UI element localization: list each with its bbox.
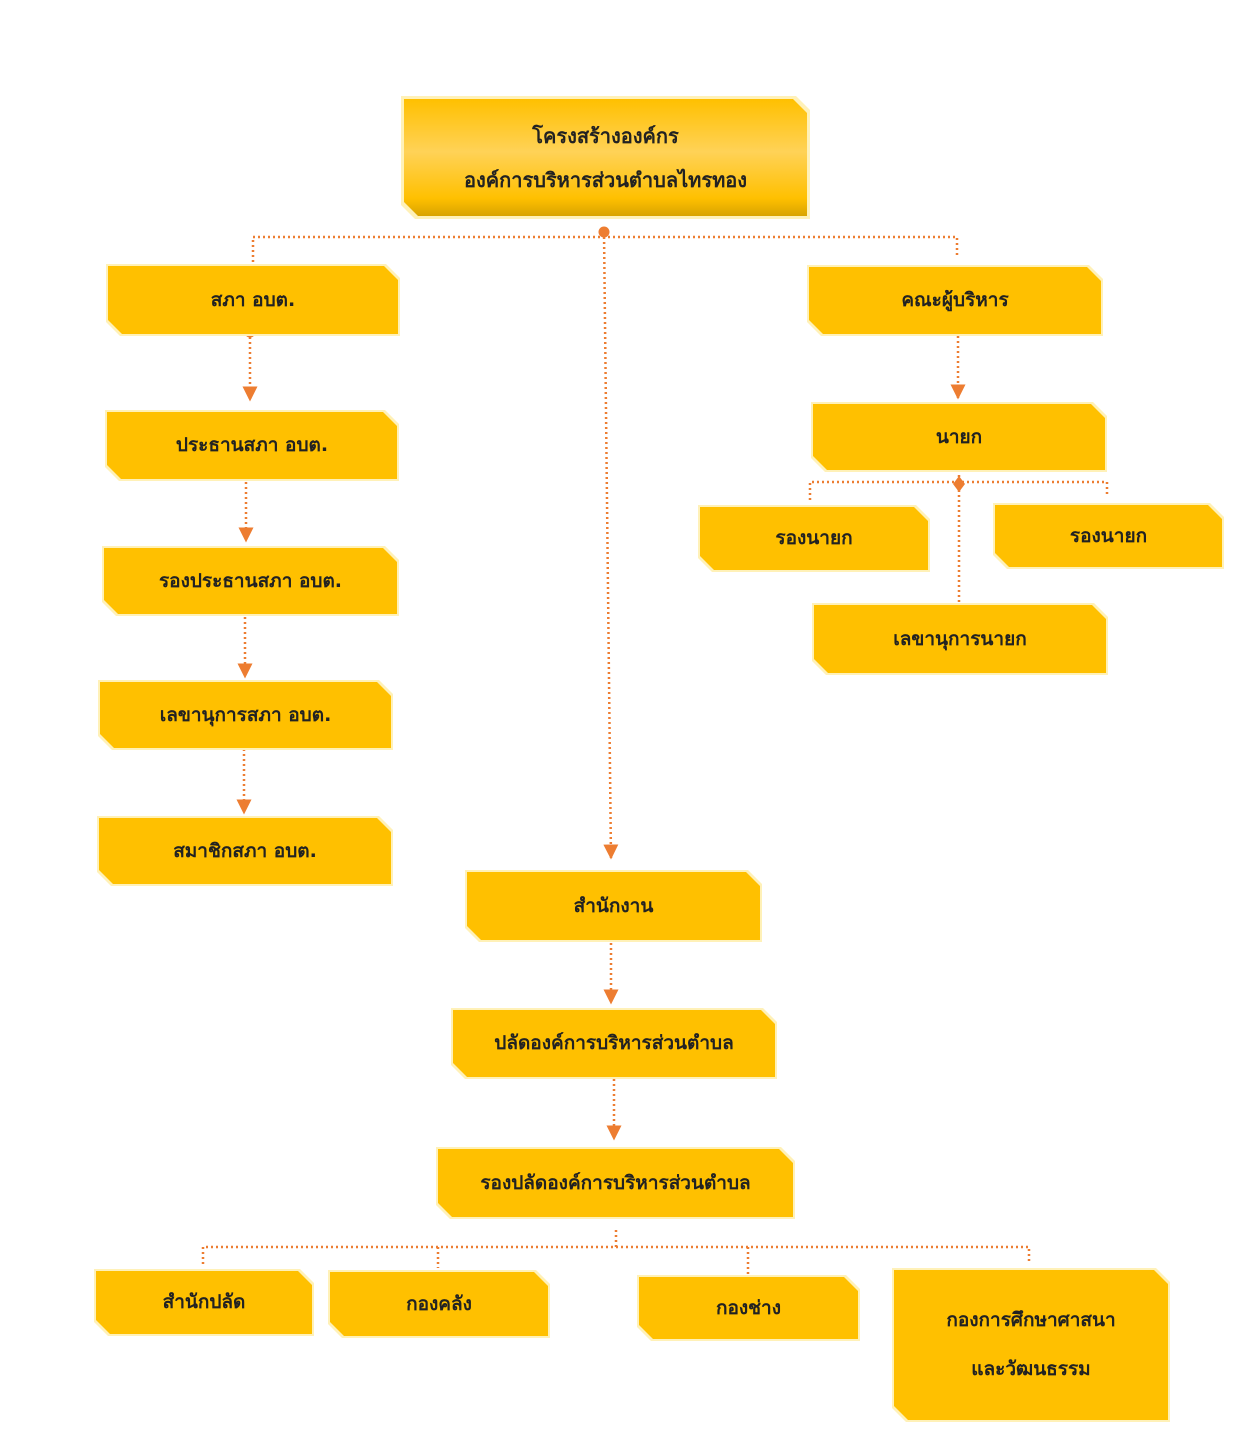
connector-dot [598, 226, 610, 238]
mayor-secretary-box: เลขานุการนายก [814, 605, 1106, 673]
deputy-mayor-right-box: รองนายก [995, 505, 1222, 567]
council-president-label: ประธานสภา อบต. [175, 434, 329, 457]
executive-board-label: คณะผู้บริหาร [901, 289, 1009, 312]
office-of-chief-box: สำนักปลัด [96, 1271, 312, 1334]
deputy-mayor-left-label: รองนายก [775, 527, 853, 550]
engineering-division-box: กองช่าง [639, 1277, 858, 1339]
office-box: สำนักงาน [467, 872, 760, 940]
education-division-box: กองการศึกษาศาสนา และวัฒนธรรม [894, 1270, 1168, 1420]
org-title-box: โครงสร้างองค์กร องค์การบริหารส่วนตำบลไทร… [404, 99, 807, 216]
council-vice-president-label: รองประธานสภา อบต. [158, 569, 343, 592]
council-members-box: สมาชิกสภา อบต. [99, 818, 391, 884]
council-vice-president-box: รองประธานสภา อบต. [104, 548, 397, 614]
council-box: สภา อบต. [108, 266, 398, 334]
org-title-line2: องค์การบริหารส่วนตำบลไทรทอง [463, 167, 748, 192]
chief-administrator-box: ปลัดองค์การบริหารส่วนตำบล [453, 1010, 775, 1077]
mayor-label: นายก [935, 425, 983, 448]
deputy-chief-administrator-box: รองปลัดองค์การบริหารส่วนตำบล [438, 1149, 793, 1217]
mayor-box: นายก [813, 404, 1105, 470]
office-of-chief-label: สำนักปลัด [162, 1291, 246, 1314]
deputy-mayor-left-box: รองนายก [700, 507, 928, 570]
council-members-label: สมาชิกสภา อบต. [173, 839, 317, 862]
finance-division-box: กองคลัง [330, 1272, 548, 1336]
division-branch-line [201, 1245, 1031, 1264]
title-to-office-line [602, 231, 619, 860]
mayor-secretary-label: เลขานุการนายก [893, 627, 1027, 650]
deputy-mayor-right-label: รองนายก [1069, 524, 1148, 547]
education-division-label-line2: และวัฒนธรรม [971, 1358, 1091, 1380]
engineering-division-label: กองช่าง [715, 1296, 782, 1319]
council-label: สภา อบต. [210, 288, 296, 311]
chief-administrator-label: ปลัดองค์การบริหารส่วนตำบล [494, 1032, 734, 1055]
council-secretary-label: เลขานุการสภา อบต. [159, 703, 332, 726]
executive-board-box: คณะผู้บริหาร [809, 267, 1101, 334]
finance-division-label: กองคลัง [406, 1292, 472, 1315]
council-secretary-box: เลขานุการสภา อบต. [100, 682, 391, 748]
council-president-box: ประธานสภา อบต. [107, 412, 397, 479]
deputy-chief-administrator-label: รองปลัดองค์การบริหารส่วนตำบล [480, 1171, 751, 1194]
office-label: สำนักงาน [573, 894, 654, 917]
education-division-label-line1: กองการศึกษาศาสนา [946, 1309, 1116, 1332]
org-title-line1: โครงสร้างองค์กร [532, 123, 679, 148]
connector-diamond [953, 476, 965, 492]
